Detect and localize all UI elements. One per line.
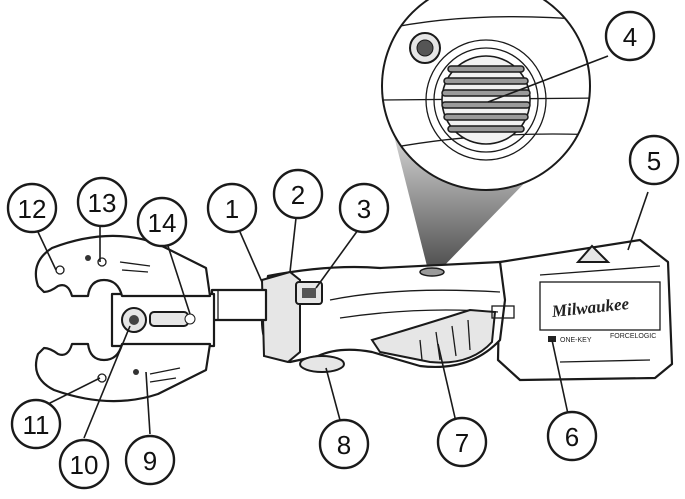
svg-text:ONE-KEY: ONE-KEY <box>560 337 592 344</box>
tool-body <box>260 260 515 373</box>
callout-8: 8 <box>318 418 370 470</box>
callout-7: 7 <box>436 416 488 468</box>
callout-9: 9 <box>124 434 176 486</box>
callout-1: 1 <box>206 182 258 234</box>
callout-label-1: 1 <box>225 194 239 224</box>
callout-4: 4 <box>604 10 656 62</box>
callout-label-9: 9 <box>143 446 157 476</box>
lower-jaw <box>34 342 212 403</box>
callout-5: 5 <box>628 134 680 186</box>
callout-label-6: 6 <box>565 422 579 452</box>
callout-label-8: 8 <box>337 430 351 460</box>
callout-2: 2 <box>272 168 324 220</box>
callout-11: 11 <box>10 398 62 450</box>
callout-3: 3 <box>338 182 390 234</box>
vent-inset <box>381 0 591 191</box>
leader-lines <box>37 55 649 439</box>
callout-label-7: 7 <box>455 428 469 458</box>
battery-pack: Milwaukee ONE-KEY FORCELOGIC <box>496 238 674 382</box>
callout-14: 14 <box>136 196 188 248</box>
callout-10: 10 <box>58 438 110 490</box>
callout-13: 13 <box>76 176 128 228</box>
callout-6: 6 <box>546 410 598 462</box>
callout-label-14: 14 <box>148 208 177 238</box>
svg-text:FORCELOGIC: FORCELOGIC <box>610 333 656 340</box>
callout-12: 12 <box>6 182 58 234</box>
callout-label-5: 5 <box>647 146 661 176</box>
callout-label-2: 2 <box>291 180 305 210</box>
callout-label-3: 3 <box>357 194 371 224</box>
callout-label-11: 11 <box>23 410 50 440</box>
callout-label-13: 13 <box>88 188 117 218</box>
upper-jaw <box>34 234 212 298</box>
callout-label-12: 12 <box>18 194 47 224</box>
callout-label-4: 4 <box>623 22 637 52</box>
callout-label-10: 10 <box>70 450 99 480</box>
crimp-head <box>110 288 268 348</box>
